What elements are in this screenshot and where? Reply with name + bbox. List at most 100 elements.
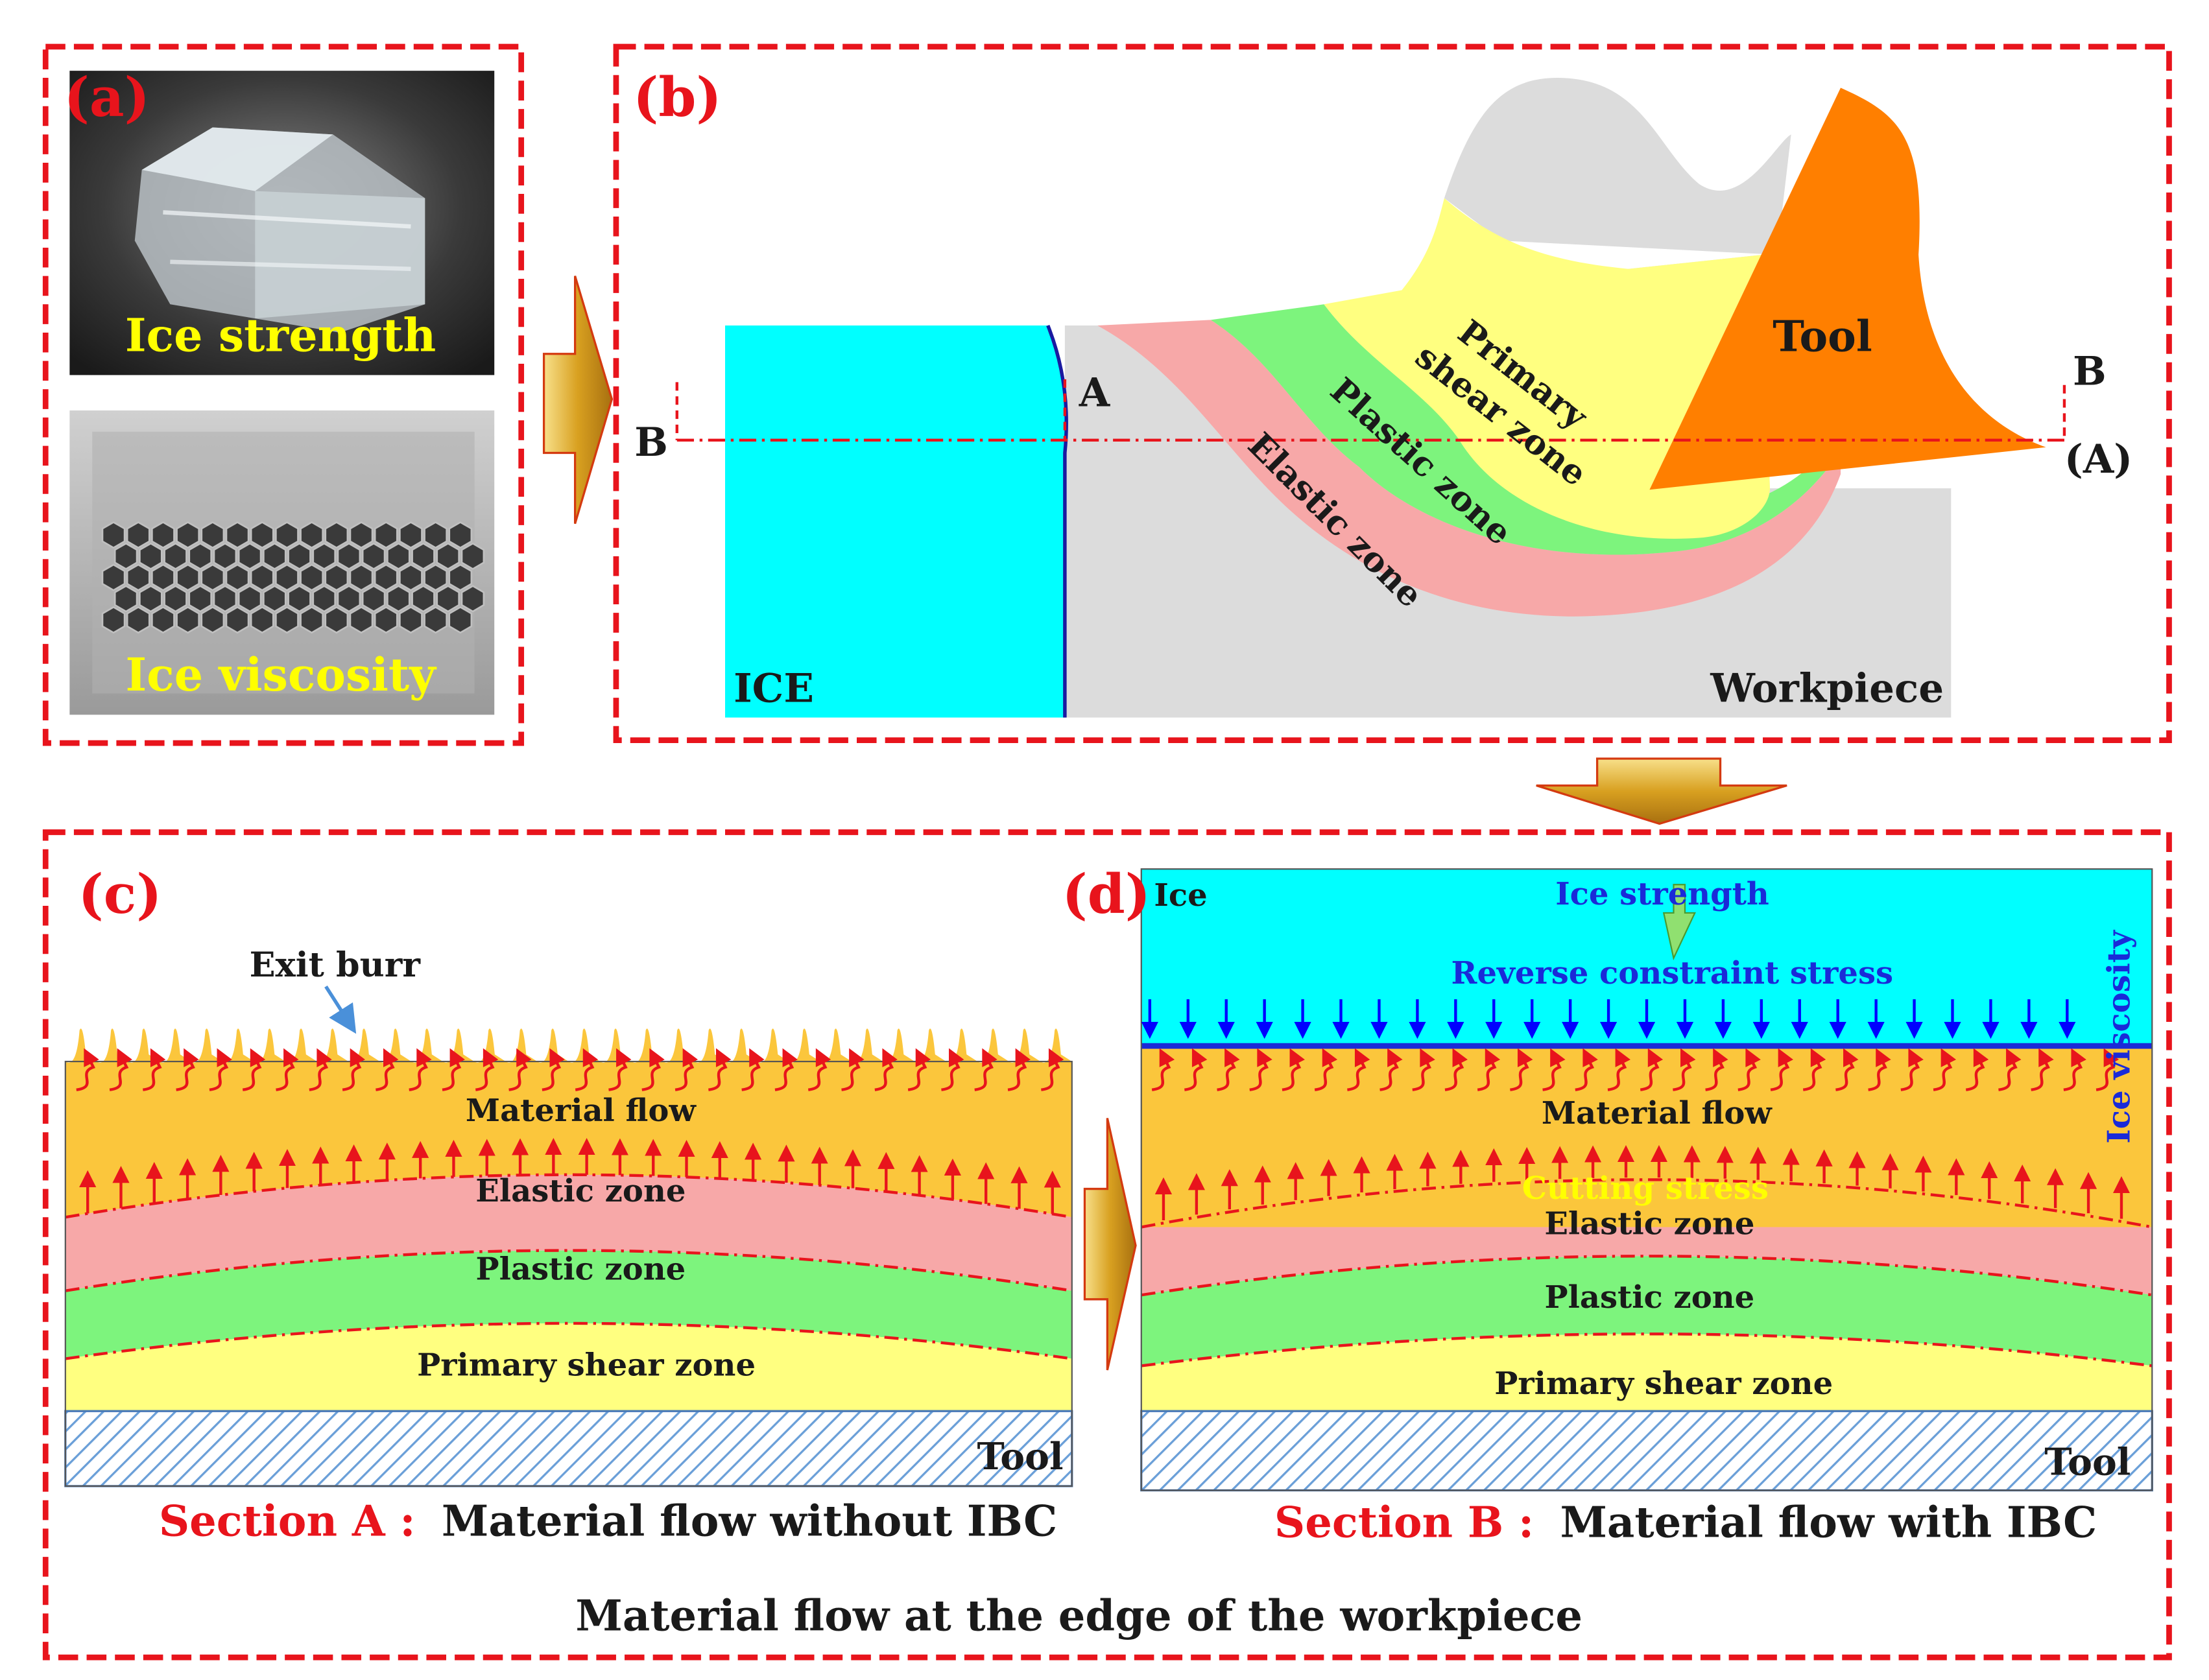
honeycomb-cell — [324, 563, 349, 591]
material-flow-arrow — [1040, 1048, 1064, 1091]
material-flow-arrow — [575, 1048, 599, 1091]
material-flow-arrow — [807, 1048, 831, 1091]
ice-strength-photo — [69, 71, 495, 375]
honeycomb-cell — [213, 585, 237, 613]
material-flow-arrow — [2031, 1048, 2054, 1091]
material-flow-arrow — [608, 1048, 632, 1091]
honeycomb-cell — [349, 521, 374, 549]
material-flow-arrow — [1217, 1048, 1240, 1091]
honeycomb-cell — [163, 585, 187, 613]
boundary-line-d3 — [1141, 1332, 2153, 1367]
honeycomb-cell — [188, 542, 212, 571]
material-flow-arrow — [841, 1048, 865, 1091]
honeycomb-cell — [287, 542, 311, 571]
honeycomb-cell — [139, 542, 163, 571]
material-flow-arrow — [1900, 1048, 1924, 1091]
material-flow-arrow — [675, 1048, 699, 1091]
material-flow-arrow — [1802, 1048, 1826, 1091]
material-flow-arrow — [641, 1048, 665, 1091]
honeycomb-cell — [113, 542, 138, 571]
honeycomb-cell — [176, 563, 200, 591]
material-flow-arrow — [442, 1048, 466, 1091]
panel-a-frame — [42, 43, 525, 746]
honeycomb-cell — [250, 521, 274, 549]
section-b-caption-text: Material flow with IBC — [1560, 1498, 2097, 1548]
honeycomb-cell — [448, 521, 473, 549]
honeycomb-cell — [126, 563, 150, 591]
ice-label-d: Ice — [1154, 877, 1207, 914]
honeycomb-cell — [250, 563, 274, 591]
honeycomb-cell — [237, 542, 262, 571]
honeycomb-cell — [163, 542, 187, 571]
plastic-zone-label-d: Plastic zone — [1545, 1279, 1755, 1316]
material-flow-label-d: Material flow — [1542, 1095, 1773, 1131]
tool-label-c: Tool — [977, 1436, 1064, 1478]
honeycomb-cell — [113, 585, 138, 613]
cutting-stress-label: Cutting stress — [1522, 1170, 1769, 1207]
honeycomb-cell — [126, 606, 150, 634]
elastic-zone-layer-c — [65, 1174, 1072, 1291]
honeycomb-cell — [399, 521, 423, 549]
honeycomb-cell — [448, 606, 473, 634]
honeycomb-cell — [263, 585, 287, 613]
material-flow-arrow — [409, 1048, 432, 1091]
material-flow-arrow — [874, 1048, 898, 1091]
reverse-stress-label: Reverse constraint stress — [1451, 955, 1893, 991]
material-flow-arrow — [1542, 1048, 1566, 1091]
chip-region — [1444, 78, 1791, 255]
honeycomb-cell — [300, 563, 324, 591]
material-flow-arrow — [1007, 1048, 1031, 1091]
panel-d-label: (d) — [1062, 862, 1151, 926]
material-flow-arrow — [508, 1048, 532, 1091]
material-flow-arrow — [1868, 1048, 1891, 1091]
honeycomb-cell — [151, 563, 175, 591]
honeycomb-cell — [139, 585, 163, 613]
material-flow-arrow — [2063, 1048, 2086, 1091]
material-flow-arrow — [1965, 1048, 1989, 1091]
honeycomb-cell — [411, 585, 435, 613]
exit-burr-label: Exit burr — [250, 945, 422, 985]
panel-d: (d) Ice Ice strength Reverse constraint … — [1062, 862, 2153, 1548]
material-flow-arrow — [475, 1048, 499, 1091]
honeycomb-cell — [275, 606, 299, 634]
honeycomb-cell — [448, 563, 473, 591]
honeycomb-cell — [361, 585, 386, 613]
plastic-zone-region — [1210, 304, 1841, 555]
ice-viscosity-caption: Ice viscosity — [126, 648, 438, 702]
material-flow-arrow — [309, 1048, 332, 1091]
material-flow-arrow — [1477, 1048, 1501, 1091]
plastic-zone-layer-d — [1141, 1256, 2153, 1366]
honeycomb-cell — [200, 606, 225, 634]
honeycomb-cell — [287, 585, 311, 613]
material-flow-arrow — [209, 1048, 232, 1091]
honeycomb-pattern — [101, 521, 485, 634]
material-flow-arrow — [1379, 1048, 1403, 1091]
ice-region — [725, 325, 1067, 718]
material-flow-arrow — [1184, 1048, 1208, 1091]
section-left-label: B — [634, 420, 668, 466]
honeycomb-cell — [250, 606, 274, 634]
panel-a-label: (a) — [64, 65, 150, 129]
honeycomb-cell — [361, 542, 386, 571]
honeycomb-cell — [200, 563, 225, 591]
panel-c-label: (c) — [78, 862, 161, 926]
honeycomb-cell — [349, 606, 374, 634]
boundary-line-c1 — [65, 1173, 1073, 1219]
material-flow-arrow — [1282, 1048, 1305, 1091]
material-flow-arrow — [1151, 1048, 1175, 1091]
honeycomb-cell — [387, 585, 411, 613]
honeycomb-cell — [263, 542, 287, 571]
elastic-zone-label-d: Elastic zone — [1544, 1205, 1754, 1242]
honeycomb-cell — [200, 521, 225, 549]
panel-b-label: (b) — [633, 65, 721, 129]
material-flow-arrow — [1314, 1048, 1338, 1091]
panel-cd-frame — [42, 829, 2172, 1661]
material-flow-arrow — [1835, 1048, 1859, 1091]
material-flow-arrow — [76, 1048, 99, 1091]
primary-shear-zone-region — [1324, 198, 1770, 539]
honeycomb-cell — [275, 521, 299, 549]
honeycomb-cell — [188, 585, 212, 613]
material-flow-arrow — [1510, 1048, 1533, 1091]
squiggle-arrows-d — [1151, 1048, 2119, 1091]
